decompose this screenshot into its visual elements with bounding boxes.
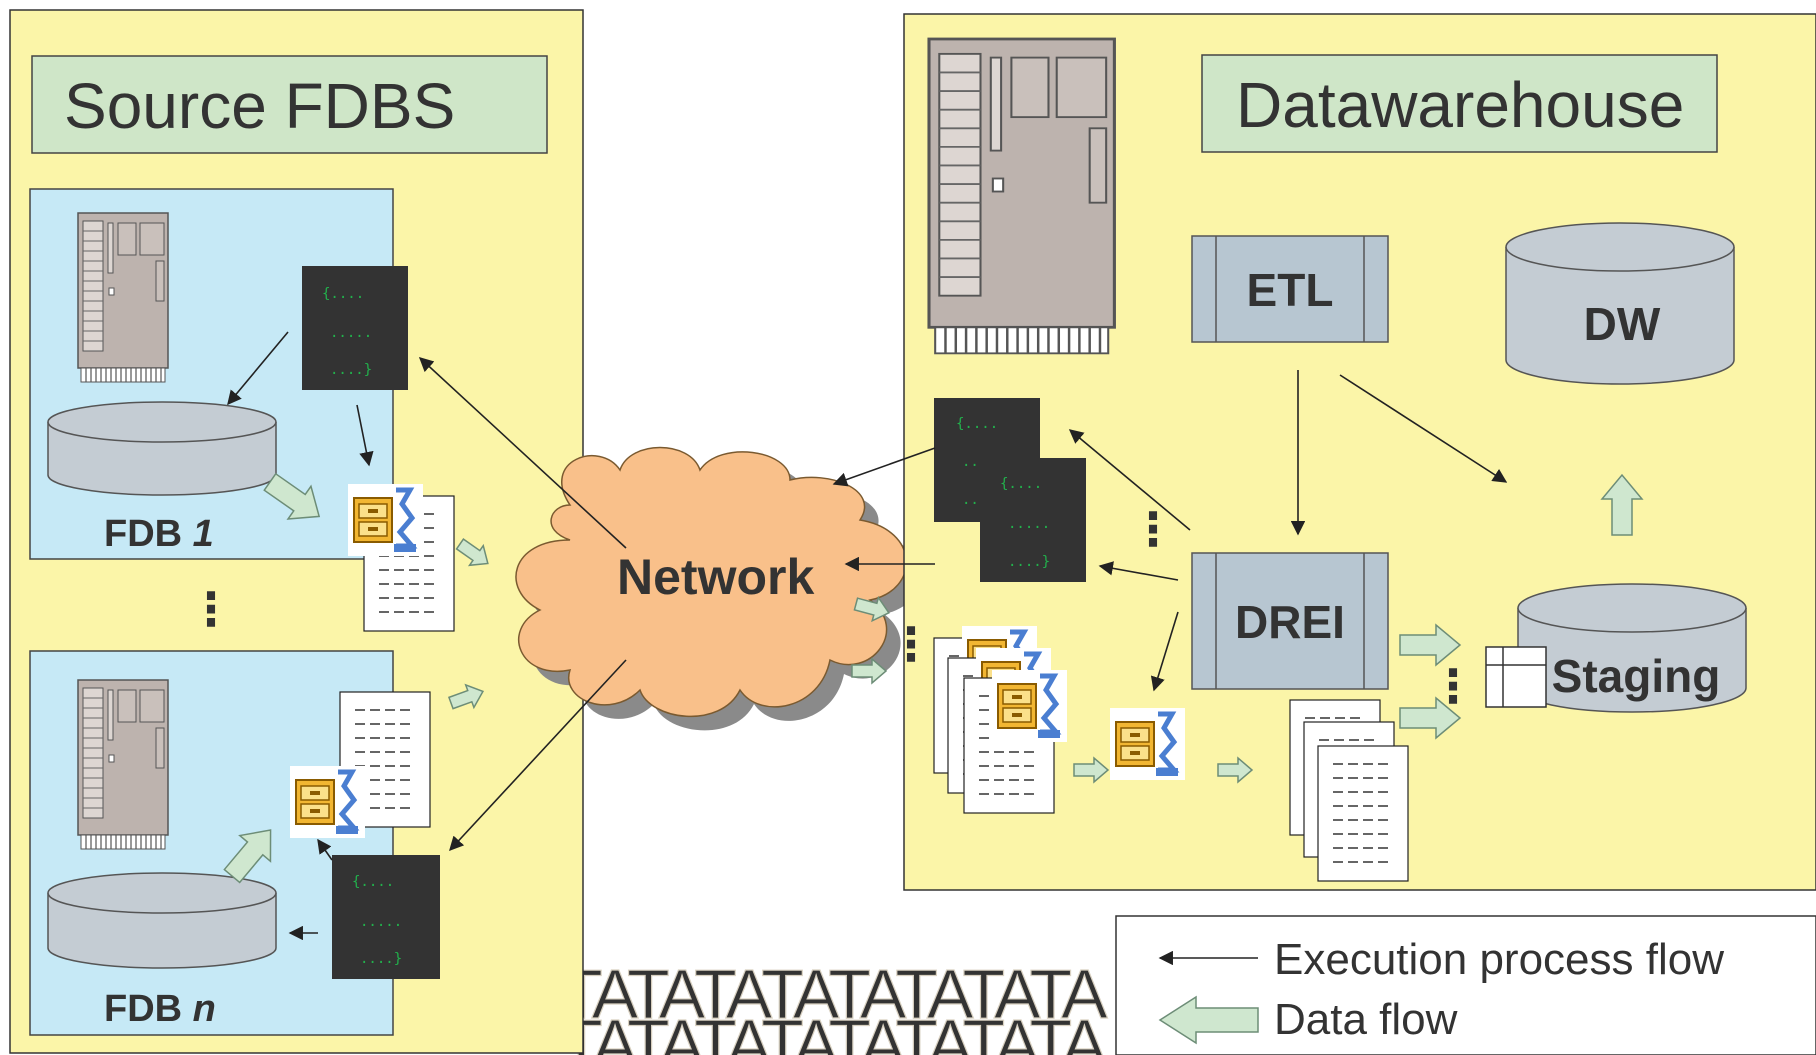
network-ellipsis: ⋮ <box>888 618 934 670</box>
fdb-1-archive-icon <box>348 484 423 556</box>
svg-text:{....: {.... <box>956 416 998 432</box>
fdb-n-archive-icon <box>290 766 365 838</box>
svg-text:.....: ..... <box>1008 516 1050 532</box>
svg-text:....}: ....} <box>360 951 402 967</box>
svg-text:{....: {.... <box>352 874 394 890</box>
datawarehouse-title: Datawarehouse <box>1236 69 1684 141</box>
extracted-documents-stack <box>1289 699 1409 882</box>
svg-text:....}: ....} <box>330 362 372 378</box>
fdb-1-database-icon <box>47 401 277 496</box>
legend: Execution process flow Data flow <box>1115 915 1816 1055</box>
dw-database-icon: DW <box>1505 222 1735 385</box>
fdb-n-database-icon <box>47 872 277 969</box>
svg-text:.....: ..... <box>330 325 372 341</box>
dw-code-ellipsis: ⋮ <box>1130 503 1176 555</box>
execution-flow-arrows <box>227 331 1508 941</box>
drei-label: DREI <box>1235 596 1345 648</box>
dw-label: DW <box>1584 298 1661 350</box>
staging-label: Staging <box>1552 650 1721 702</box>
fdb-1-server-icon <box>77 212 169 383</box>
network-cloud: Network <box>515 446 921 731</box>
etl-label: ETL <box>1247 264 1334 316</box>
watermark: TATATATATATATATA TATATATATATATATA <box>559 954 1114 1055</box>
svg-text:....}: ....} <box>1008 554 1050 570</box>
staging-database-icon: Staging <box>1517 583 1747 713</box>
svg-text:{....: {.... <box>322 286 364 302</box>
legend-execution-text: Execution process flow <box>1274 935 1724 984</box>
etl-box: ETL <box>1191 235 1389 343</box>
svg-text:{....: {.... <box>1000 476 1042 492</box>
staging-table-icon <box>1485 646 1547 708</box>
source-fdbs-title: Source FDBS <box>64 70 455 142</box>
legend-data-text: Data flow <box>1274 995 1458 1044</box>
dw-archive-icon <box>1110 708 1185 780</box>
network-label: Network <box>617 549 814 605</box>
svg-text:TATATATATATATATA: TATATATATATATATA <box>560 1005 1108 1055</box>
fdb-n-server-icon <box>77 679 169 850</box>
fdb-n-code-window: {.... ..... ....} <box>332 855 440 979</box>
fdb-n-label: FDB n <box>104 988 216 1030</box>
dw-code-window-2: {.... ..... ....} <box>980 458 1086 582</box>
source-ellipsis: ⋮ <box>188 583 234 635</box>
fdb-1-code-window: {.... ..... ....} <box>302 266 408 390</box>
received-archives-stack <box>933 626 1067 814</box>
dw-server-icon <box>927 37 1116 355</box>
svg-text:.....: ..... <box>360 914 402 930</box>
svg-text:TATATATATATATATA: TATATATATATATATA <box>560 955 1108 1033</box>
fdb-1-label: FDB 1 <box>104 513 214 555</box>
drei-box: DREI <box>1191 552 1389 690</box>
legend-data-arrow <box>1158 995 1259 1045</box>
